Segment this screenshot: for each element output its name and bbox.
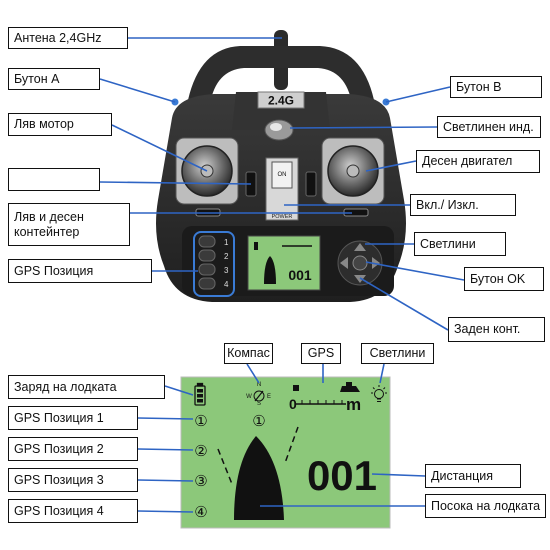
callout-power: Вкл./ Изкл. <box>410 194 516 216</box>
gps-scale: 0 m <box>289 382 361 414</box>
svg-text:N: N <box>257 382 261 388</box>
dpad-right[interactable] <box>372 257 380 269</box>
callout-reverse: Заден конт. <box>448 317 545 342</box>
lcd-gps-marker-2: ② <box>194 442 207 460</box>
transmitter-screen <box>247 235 321 291</box>
gps-button-4[interactable] <box>198 277 216 290</box>
dpad-left[interactable] <box>340 257 348 269</box>
gps-button-1[interactable] <box>198 235 216 248</box>
line-battery <box>164 385 194 396</box>
callout-right-motor: Десен двигател <box>416 150 540 173</box>
lcd-screen <box>180 376 391 529</box>
mini-boat-icon <box>264 256 276 284</box>
legend-gps2: GPS Позиция 2 <box>8 437 138 461</box>
gps-number-2: 2 <box>224 252 229 261</box>
callout-indicator: Светлинен инд. <box>437 116 541 138</box>
legend-gps: GPS <box>301 343 341 364</box>
heading-guide-left <box>217 448 233 485</box>
legend-distance: Дистанция <box>425 464 521 488</box>
line-lights-legend <box>379 363 385 384</box>
lcd-gps-marker-3: ③ <box>194 472 207 490</box>
lcd-gps-marker-4: ④ <box>194 503 207 521</box>
line-distance <box>371 473 426 477</box>
line-gps4 <box>137 510 194 513</box>
handle <box>188 46 374 104</box>
screen-distance-text: 001 <box>288 267 312 283</box>
gps-button-group <box>193 231 235 297</box>
callout-button-b: Бутон B <box>450 76 542 98</box>
badge-2-4g <box>257 91 305 109</box>
callout-ok: Бутон OK <box>464 267 544 291</box>
legend-heading: Посока на лодката <box>425 494 546 518</box>
line-ok <box>365 261 465 281</box>
lightbulb-icon <box>371 385 387 402</box>
dpad-down[interactable] <box>354 275 366 283</box>
callout-left-motor: Ляв мотор <box>8 113 112 136</box>
legend-compass: Компас <box>224 343 273 364</box>
switch-on-text: ON <box>278 172 287 178</box>
heading-guide-right <box>284 426 299 464</box>
legend-gps1: GPS Позиция 1 <box>8 406 138 430</box>
legend-lines <box>137 363 426 513</box>
line-gps1 <box>137 417 194 420</box>
switch-power-text: POWER <box>272 214 293 220</box>
lcd-distance: 001 <box>307 452 377 499</box>
dpad-up[interactable] <box>354 243 366 251</box>
line-left-motor <box>111 124 208 172</box>
svg-text:W: W <box>246 394 252 400</box>
gps-number-3: 3 <box>224 266 229 275</box>
line-button-b <box>385 86 451 103</box>
callout-button-a: Бутон A <box>8 68 100 90</box>
boat-icon <box>234 436 284 520</box>
top-bump <box>232 92 330 130</box>
battery-icon <box>194 382 206 406</box>
svg-text:m: m <box>346 395 361 414</box>
gps-button-3[interactable] <box>198 263 216 276</box>
legend-battery: Заряд на лодката <box>8 375 165 399</box>
line-reverse <box>359 277 449 331</box>
callout-gps: GPS Позиция <box>8 259 152 283</box>
lcd-diagram: N S W E 0 m <box>180 376 391 529</box>
legend-gps3: GPS Позиция 3 <box>8 468 138 492</box>
callout-containers: Ляв и десен контейнтер <box>8 203 130 246</box>
callout-lines <box>99 37 465 331</box>
legend-lights: Светлини <box>361 343 434 364</box>
callout-antenna: Антена 2,4GHz <box>8 27 128 49</box>
line-right-motor <box>365 160 417 172</box>
line-gps3 <box>137 479 194 482</box>
gps-buttons: 1 2 3 4 <box>198 235 229 290</box>
svg-text:0: 0 <box>289 396 297 412</box>
lcd-active-marker: ① <box>252 412 265 430</box>
compass-icon: N S W E <box>246 382 271 407</box>
badge-text: 2.4G <box>268 94 294 108</box>
right-trim[interactable] <box>305 171 317 197</box>
line-button-a <box>99 78 176 103</box>
gps-number-4: 4 <box>224 280 229 289</box>
legend-gps4: GPS Позиция 4 <box>8 499 138 523</box>
svg-text:S: S <box>257 401 261 407</box>
line-blank <box>99 181 252 185</box>
gps-button-2[interactable] <box>198 249 216 262</box>
svg-text:E: E <box>267 394 271 400</box>
callout-blank <box>8 168 100 191</box>
callout-lights: Светлини <box>414 232 506 256</box>
line-compass <box>246 363 260 384</box>
gps-number-1: 1 <box>224 238 229 247</box>
lcd-gps-marker-1: ① <box>194 412 207 430</box>
line-gps2 <box>137 448 194 451</box>
transmitter: 2.4G ON POWER 1 2 <box>156 30 406 302</box>
line-indicator <box>289 126 438 129</box>
ok-button[interactable] <box>352 255 368 271</box>
power-switch[interactable] <box>271 161 293 189</box>
